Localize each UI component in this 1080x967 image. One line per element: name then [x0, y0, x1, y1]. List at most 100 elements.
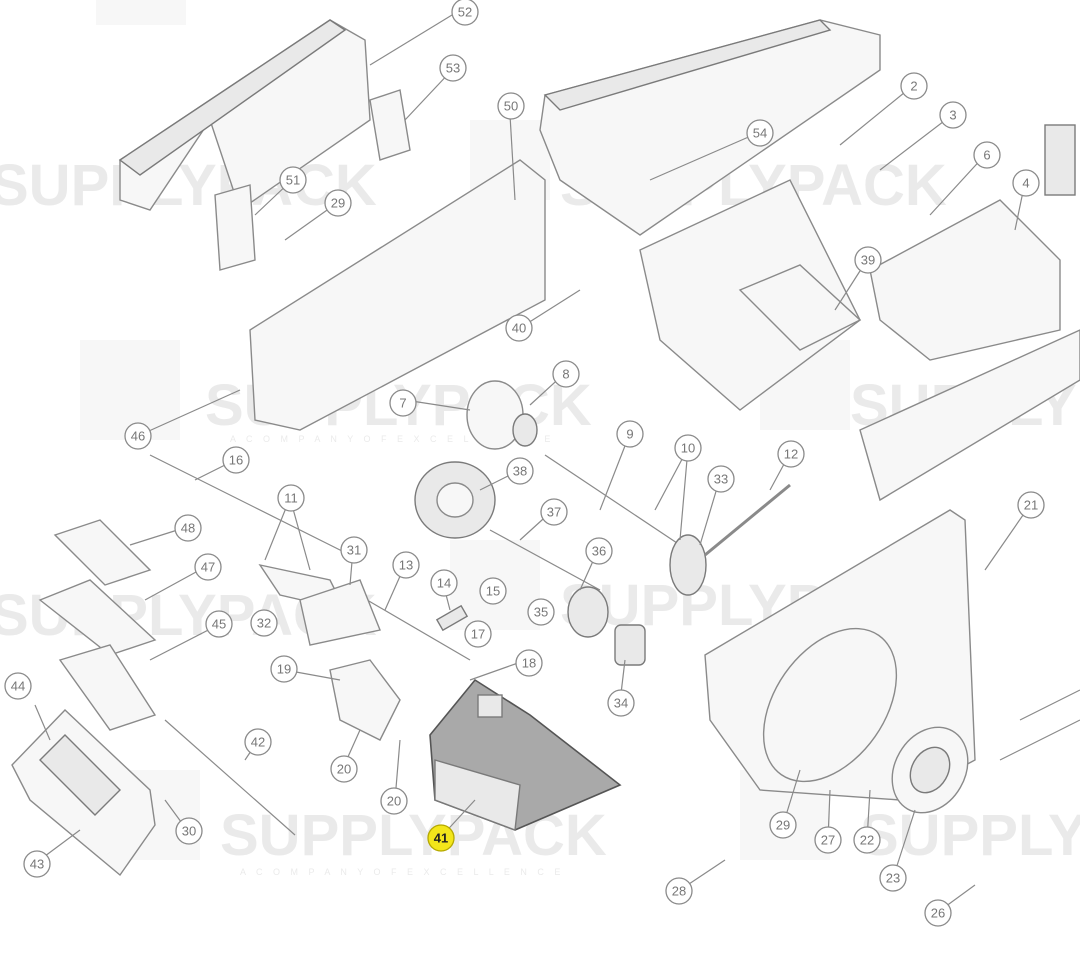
callout-bubble[interactable]: 46	[124, 422, 152, 450]
callout-label: 2	[910, 79, 917, 94]
callout-label: 13	[399, 558, 413, 573]
shaft-9	[544, 454, 681, 546]
callout-bubble[interactable]: 19	[270, 655, 298, 683]
callout-bubble[interactable]: 4	[1012, 169, 1040, 197]
pulley-8	[512, 413, 538, 447]
callout-bubble[interactable]: 37	[540, 498, 568, 526]
callout-bubble[interactable]: 42	[244, 728, 272, 756]
callout-bubble[interactable]: 20	[380, 787, 408, 815]
leader-line	[369, 14, 453, 66]
shaft-16	[149, 454, 361, 561]
callout-label: 46	[131, 429, 145, 444]
callout-bubble[interactable]: 38	[506, 457, 534, 485]
callout-label: 15	[486, 584, 500, 599]
callout-label: 20	[387, 794, 401, 809]
callout-bubble[interactable]: 29	[324, 189, 352, 217]
callout-label: 45	[212, 617, 226, 632]
bracket-19	[329, 659, 401, 741]
callout-label: 18	[522, 656, 536, 671]
callout-bubble[interactable]: 16	[222, 446, 250, 474]
callout-label: 51	[286, 173, 300, 188]
callout-bubble[interactable]: 53	[439, 54, 467, 82]
callout-bubble[interactable]: 13	[392, 551, 420, 579]
callout-bubble[interactable]: 32	[250, 609, 278, 637]
callout-bubble[interactable]: 27	[814, 826, 842, 854]
leader-line	[654, 447, 689, 541]
bracket-53	[369, 89, 411, 161]
hopper-41-tab	[477, 694, 503, 718]
callout-bubble[interactable]: 35	[527, 598, 555, 626]
callout-bubble[interactable]: 20	[330, 755, 358, 783]
callout-bubble[interactable]: 8	[552, 360, 580, 388]
callout-label: 10	[681, 441, 695, 456]
callout-bubble[interactable]: 29	[769, 811, 797, 839]
callout-label: 29	[331, 196, 345, 211]
leader-line	[469, 662, 519, 681]
callout-bubble[interactable]: 9	[616, 420, 644, 448]
callout-bubble[interactable]: 26	[924, 899, 952, 927]
callout-bubble[interactable]: 11	[277, 484, 305, 512]
callout-label: 32	[257, 616, 271, 631]
callout-bubble[interactable]: 10	[674, 434, 702, 462]
callout-bubble[interactable]: 3	[939, 101, 967, 129]
callout-bubble[interactable]: 7	[389, 389, 417, 417]
callout-label: 27	[821, 833, 835, 848]
right-back-frame	[859, 329, 1080, 502]
bin-44-inner	[39, 734, 121, 816]
callout-bubble[interactable]: 30	[175, 817, 203, 845]
callout-bubble[interactable]: 48	[174, 514, 202, 542]
callout-bubble[interactable]: 17	[464, 620, 492, 648]
callout-bubble[interactable]: 45	[205, 610, 233, 638]
leader-line	[879, 114, 953, 171]
callout-bubble[interactable]: 15	[479, 577, 507, 605]
callout-bubble[interactable]: 18	[515, 649, 543, 677]
callout-bubble[interactable]: 33	[707, 465, 735, 493]
callout-bubble[interactable]: 31	[340, 536, 368, 564]
callout-bubble[interactable]: 34	[607, 689, 635, 717]
callout-label: 8	[562, 367, 569, 382]
gear-38-hub	[436, 482, 474, 518]
callout-bubble[interactable]: 51	[279, 166, 307, 194]
callout-label: 26	[931, 906, 945, 921]
callout-label: 16	[229, 453, 243, 468]
callout-label: 4	[1022, 176, 1029, 191]
callout-bubble[interactable]: 36	[585, 537, 613, 565]
watermark-brand: SUPPLYPACK	[860, 803, 1080, 868]
callout-label: 53	[446, 61, 460, 76]
callout-bubble[interactable]: 40	[505, 314, 533, 342]
callout-label: 17	[471, 627, 485, 642]
callout-bubble[interactable]: 12	[777, 440, 805, 468]
right-bracket	[1044, 124, 1076, 196]
wheel-ring	[762, 627, 898, 783]
callout-label: 54	[753, 126, 767, 141]
callout-bubble[interactable]: 54	[746, 119, 774, 147]
handle-rails	[999, 689, 1080, 761]
callout-bubble[interactable]: 23	[879, 864, 907, 892]
callout-label: 41	[434, 831, 448, 846]
callout-bubble[interactable]: 44	[4, 672, 32, 700]
callout-label: 30	[182, 824, 196, 839]
callout-label: 12	[784, 447, 798, 462]
top-left-cover-face	[118, 19, 347, 176]
callout-bubble[interactable]: 6	[973, 141, 1001, 169]
callout-bubble[interactable]: 28	[665, 877, 693, 905]
spring-14	[435, 604, 469, 632]
callout-bubble-highlighted[interactable]: 41	[427, 824, 455, 852]
leader-line	[509, 114, 516, 201]
callout-bubble[interactable]: 14	[430, 569, 458, 597]
callout-label: 52	[458, 5, 472, 20]
callout-label: 39	[861, 253, 875, 268]
watermark-brand: SUPPLYPACK	[0, 153, 377, 218]
callout-bubble[interactable]: 52	[451, 0, 479, 26]
callout-bubble[interactable]: 50	[497, 92, 525, 120]
callout-bubble[interactable]: 39	[854, 246, 882, 274]
callout-bubble[interactable]: 43	[23, 850, 51, 878]
callout-label: 28	[672, 884, 686, 899]
callout-bubble[interactable]: 22	[853, 826, 881, 854]
callout-bubble[interactable]: 21	[1017, 491, 1045, 519]
callout-label: 29	[776, 818, 790, 833]
callout-bubble[interactable]: 2	[900, 72, 928, 100]
callout-label: 14	[437, 576, 451, 591]
callout-bubble[interactable]: 47	[194, 553, 222, 581]
